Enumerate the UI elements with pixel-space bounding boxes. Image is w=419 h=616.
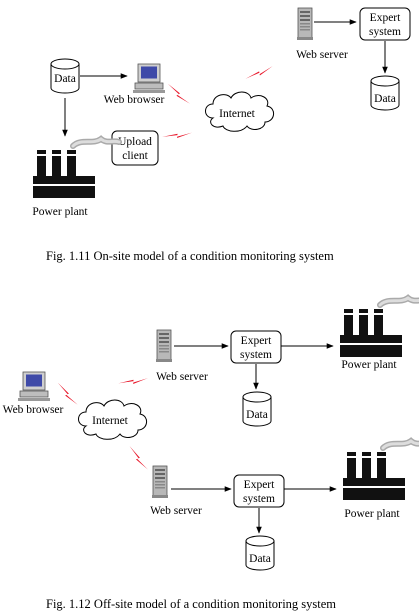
fig1-data2-label: Data <box>374 93 396 105</box>
fig2-data-store-top: Data <box>242 391 272 427</box>
fig2-expert-top-label-line2: system <box>240 349 272 361</box>
fig2-power-plant-bottom-icon <box>343 441 419 500</box>
fig1-upload-client-label-line2: client <box>122 150 148 162</box>
fig1-link-browser-internet <box>164 83 194 104</box>
fig2-expert-top-label-line1: Expert <box>241 335 272 347</box>
fig1-data-label: Data <box>54 73 76 85</box>
fig2-power-plant-bottom-label: Power plant <box>344 508 400 520</box>
fig2-link-browser-internet <box>53 382 83 405</box>
fig1-expert-label-line1: Expert <box>370 12 401 24</box>
fig1-data-store: Data <box>50 58 80 94</box>
fig2-power-plant-top-label: Power plant <box>341 359 397 371</box>
fig2-web-browser-computer-icon <box>17 371 51 402</box>
fig1-caption: Fig. 1.11 On-site model of a condition m… <box>46 249 334 263</box>
fig2-web-server-top-icon <box>155 329 173 363</box>
fig1-web-browser-computer-icon <box>132 63 166 94</box>
fig1-upload-client-label-line1: Upload <box>118 136 152 148</box>
fig2-web-server-bottom-label: Web server <box>150 505 202 517</box>
fig2-data-bottom-label: Data <box>249 553 271 565</box>
fig2-diagram: Web browser Internet Web server Expert s… <box>3 298 419 611</box>
fig1-data-store-2: Data <box>370 75 400 111</box>
fig2-web-browser-label: Web browser <box>3 404 64 416</box>
fig1-diagram: Data Web browser Upload client Internet … <box>32 7 411 263</box>
fig1-web-server-label: Web server <box>296 49 348 61</box>
fig1-expert-label-line2: system <box>369 26 401 38</box>
fig2-expert-bottom-label-line2: system <box>243 493 275 505</box>
fig2-data-store-bottom: Data <box>245 535 275 571</box>
fig2-internet-label: Internet <box>92 415 129 427</box>
fig2-expert-bottom-label-line1: Expert <box>244 479 275 491</box>
fig1-power-plant-label: Power plant <box>32 206 88 218</box>
fig2-expert-system-bottom-box <box>233 474 285 508</box>
fig1-power-plant-icon <box>33 139 119 198</box>
fig2-web-server-top-label: Web server <box>156 371 208 383</box>
fig1-link-upload-internet <box>162 120 192 149</box>
fig2-expert-system-top-box <box>230 330 282 364</box>
fig2-link-internet-server-bottom <box>123 446 154 470</box>
fig1-upload-client-box <box>111 130 159 166</box>
fig1-web-server-icon <box>296 7 314 41</box>
fig2-caption: Fig. 1.12 Off-site model of a condition … <box>46 597 336 611</box>
fig1-web-browser-label: Web browser <box>104 94 165 106</box>
fig1-link-internet-server <box>245 57 273 88</box>
fig1-internet-label: Internet <box>219 108 256 120</box>
fig2-link-internet-server-top <box>118 366 148 395</box>
fig2-web-server-bottom-icon <box>151 465 169 499</box>
fig2-power-plant-top-icon <box>340 298 419 357</box>
fig2-data-top-label: Data <box>246 409 268 421</box>
fig1-expert-system-box <box>359 7 411 41</box>
